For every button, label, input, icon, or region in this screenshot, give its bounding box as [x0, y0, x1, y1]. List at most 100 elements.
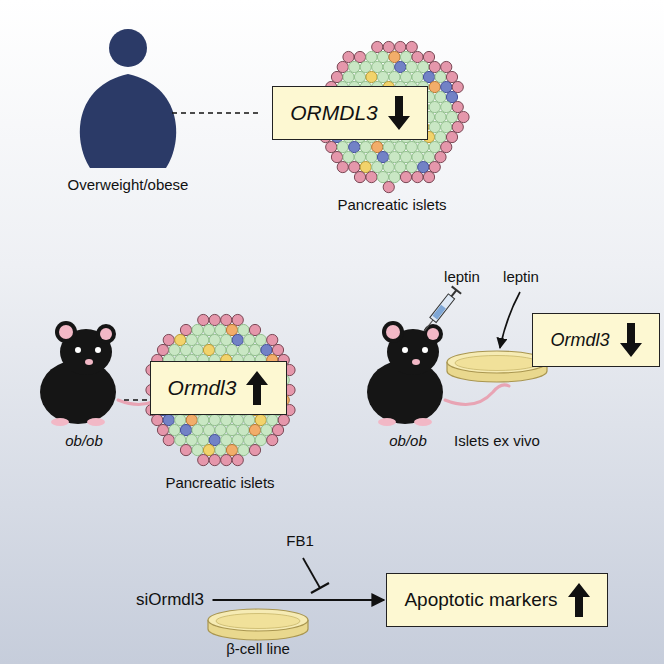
islet-cell — [249, 444, 260, 455]
islet-cell — [343, 151, 354, 162]
islet-cell — [221, 454, 232, 465]
caption-label: β-cell line — [226, 640, 290, 657]
islet-cell — [429, 121, 440, 132]
islet-cell — [232, 334, 243, 345]
caption-label: ob/ob — [65, 432, 103, 449]
islet-cell — [203, 444, 214, 455]
islet-cell — [435, 71, 446, 82]
islet-cell — [272, 424, 283, 435]
islet-cell — [337, 141, 348, 152]
islet-cell — [267, 334, 278, 345]
islet-cell — [446, 91, 457, 102]
islet-cell — [221, 334, 232, 345]
islet-cell — [267, 434, 278, 445]
caption-label: Overweight/obese — [68, 176, 189, 193]
islet-cell — [157, 344, 168, 355]
up-arrow-symbol — [246, 371, 268, 405]
islet-cell — [343, 71, 354, 82]
islet-cell — [226, 324, 237, 335]
up-arrow-symbol — [568, 583, 590, 617]
islet-cell — [180, 444, 191, 455]
islet-cell — [261, 424, 272, 435]
islet-cell — [377, 51, 388, 62]
islet-cell — [441, 141, 452, 152]
islet-cell — [377, 151, 388, 162]
islet-cell — [163, 334, 174, 345]
islet-cell — [412, 71, 423, 82]
islet-cell — [435, 111, 446, 122]
islet-cell — [180, 344, 191, 355]
islet-cell — [441, 61, 452, 72]
islet-cell — [400, 171, 411, 182]
islet-cell — [186, 414, 197, 425]
expression-box: Ormdl3 — [532, 313, 660, 367]
node-text: Ormdl3 — [168, 376, 237, 400]
islet-cell — [203, 324, 214, 335]
islet-cell — [406, 61, 417, 72]
node-text: ORMDL3 — [290, 101, 378, 125]
islet-cell — [441, 121, 452, 132]
islet-cell — [354, 51, 365, 62]
islet-cell — [209, 414, 220, 425]
islet-cell — [435, 131, 446, 142]
islet-cell — [157, 424, 168, 435]
islet-cell — [255, 334, 266, 345]
islet-cell — [377, 71, 388, 82]
islet-cell — [267, 414, 278, 425]
islet-cell — [226, 424, 237, 435]
down-arrow-symbol — [388, 96, 410, 130]
islet-cell — [226, 344, 237, 355]
expression-box: Ormdl3 — [150, 361, 287, 415]
islet-cell — [354, 151, 365, 162]
islet-cell — [383, 141, 394, 152]
islet-cell — [238, 344, 249, 355]
caption-label: Pancreatic islets — [165, 474, 274, 491]
islet-cell — [198, 314, 209, 325]
islet-cell — [366, 151, 377, 162]
islet-cell — [175, 434, 186, 445]
islet-cell — [423, 171, 434, 182]
caption-label: ob/ob — [389, 432, 427, 449]
islet-cell — [429, 141, 440, 152]
islet-cell — [441, 81, 452, 92]
islet-cell — [180, 424, 191, 435]
islet-cell — [186, 434, 197, 445]
islet-cell — [452, 101, 463, 112]
islet-cell — [244, 334, 255, 345]
islet-cell — [152, 414, 163, 425]
islet-cell — [255, 414, 266, 425]
islet-cell — [360, 61, 371, 72]
islet-cell — [452, 121, 463, 132]
islet-cell — [169, 344, 180, 355]
islet-cell — [203, 424, 214, 435]
islet-cell — [349, 161, 360, 172]
islet-cell — [452, 81, 463, 92]
islet-cell — [395, 61, 406, 72]
treatment-text: siOrmdl3 — [132, 588, 209, 612]
islet-cell — [232, 434, 243, 445]
islet-cell — [337, 161, 348, 172]
islet-cell — [175, 334, 186, 345]
islet-cell — [169, 424, 180, 435]
dashed-link — [172, 112, 262, 114]
islet-cell — [198, 454, 209, 465]
islet-cell — [244, 434, 255, 445]
islet-cell — [389, 71, 400, 82]
down-arrow-symbol — [620, 323, 642, 357]
islet-cell — [360, 161, 371, 172]
islet-cell — [232, 314, 243, 325]
islet-cell — [354, 171, 365, 182]
islet-cell — [209, 434, 220, 445]
islet-cell — [180, 324, 191, 335]
islet-cell — [249, 344, 260, 355]
islet-cell — [429, 161, 440, 172]
islet-cell — [221, 314, 232, 325]
inhibitor-line — [303, 558, 329, 593]
islet-cell — [389, 171, 400, 182]
islet-cell — [221, 414, 232, 425]
islet-cell — [406, 161, 417, 172]
islet-cell — [360, 141, 371, 152]
islet-cell — [372, 161, 383, 172]
islet-cell — [429, 81, 440, 92]
islet-cell — [186, 334, 197, 345]
